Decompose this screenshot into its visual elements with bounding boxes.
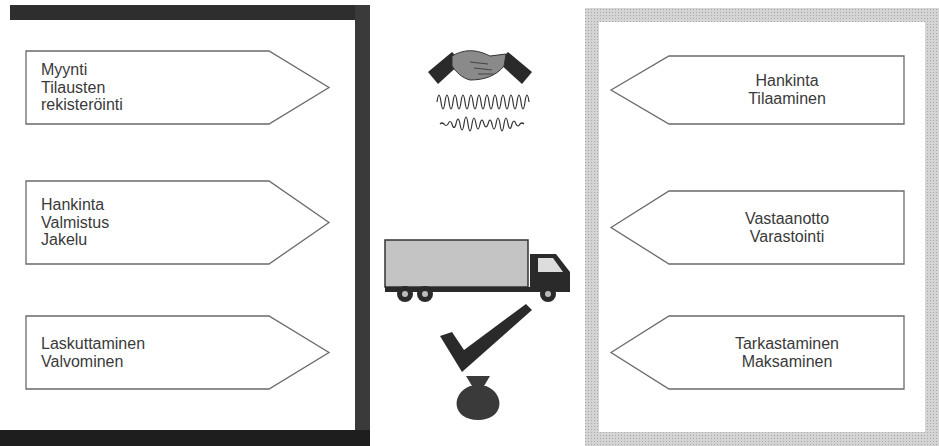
handshake-icon <box>428 51 532 84</box>
step-label: Hankinta <box>755 72 818 90</box>
hands <box>452 51 506 80</box>
step-label: Tilausten rekisteröinti <box>41 79 166 115</box>
signal-wave <box>440 117 524 131</box>
arrow-shape <box>26 51 329 124</box>
frame-bar <box>585 8 599 446</box>
step-label: Laskuttaminen <box>41 335 145 353</box>
arrow-shape <box>26 181 329 264</box>
truck-icon <box>385 240 570 302</box>
arrow-shape <box>611 191 904 264</box>
step-label: Tilaaminen <box>748 90 826 108</box>
process-arrow-box: LaskuttaminenValvominen <box>25 315 330 390</box>
text-group: LaskuttaminenValvominen <box>41 315 263 390</box>
step-label: Hankinta <box>41 196 104 214</box>
truck-window <box>538 258 563 272</box>
bag-body <box>457 386 500 420</box>
hub <box>422 291 428 297</box>
arrow-shape <box>26 316 329 389</box>
frame-bar <box>585 432 939 446</box>
frame-bar <box>925 8 939 446</box>
wheel <box>540 286 556 302</box>
process-arrow-box-left: HankintaTilaaminen <box>610 55 905 125</box>
frame-bar <box>585 8 939 22</box>
step-label: Maksaminen <box>742 353 833 371</box>
arrow-shape <box>611 56 904 124</box>
seller-frame <box>0 5 370 446</box>
wheel <box>397 286 413 302</box>
step-label: Jakelu <box>41 231 87 249</box>
hub <box>402 291 408 297</box>
process-arrow-box-left: TarkastaminenMaksaminen <box>610 315 905 390</box>
step-label: Valvominen <box>41 353 123 371</box>
truck-box <box>385 240 528 287</box>
check-mark <box>440 304 532 372</box>
buyer-frame <box>585 8 939 446</box>
wheel <box>417 286 433 302</box>
step-label: Myynti <box>41 61 87 79</box>
step-label: Valmistus <box>41 214 109 232</box>
text-group: HankintaValmistusJakelu <box>41 180 263 265</box>
step-label: Varastointi <box>750 228 824 246</box>
frame-bar <box>10 5 370 20</box>
process-arrow-box: MyyntiTilausten rekisteröinti <box>25 50 330 125</box>
text-group: TarkastaminenMaksaminen <box>679 315 895 390</box>
text-group: VastaanottoVarastointi <box>679 190 895 265</box>
text-group: MyyntiTilausten rekisteröinti <box>41 50 263 125</box>
frame-bar <box>0 430 370 446</box>
step-label: Vastaanotto <box>745 210 829 228</box>
fingers <box>470 62 494 74</box>
hub <box>545 291 551 297</box>
arrow-shape <box>611 316 904 389</box>
frame-bar <box>355 5 370 446</box>
signal-wave <box>437 95 529 109</box>
step-label: Tarkastaminen <box>735 335 839 353</box>
money-bag-icon <box>457 376 500 420</box>
process-arrow-box-left: VastaanottoVarastointi <box>610 190 905 265</box>
text-group: HankintaTilaaminen <box>679 55 895 125</box>
bag-neck <box>466 376 490 386</box>
process-arrow-box: HankintaValmistusJakelu <box>25 180 330 265</box>
